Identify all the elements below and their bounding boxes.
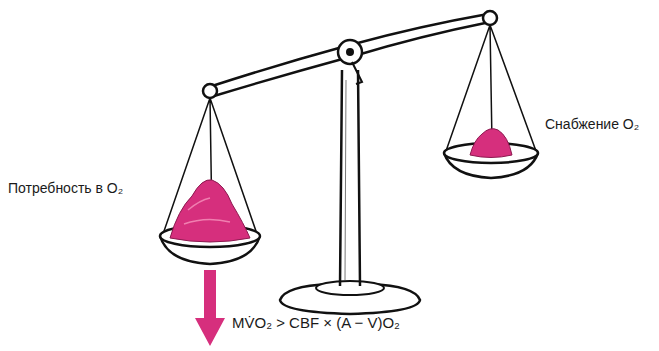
post-shading [345, 80, 346, 280]
pointer [352, 62, 362, 84]
right-ring [483, 11, 497, 25]
supply-label: Снабжение O₂ [545, 116, 639, 133]
demand-label: Потребность в O₂ [8, 180, 123, 197]
pile-highlight [184, 198, 230, 224]
left-ring [203, 84, 217, 98]
pivot-pin [346, 48, 354, 56]
scale-beam [212, 14, 490, 96]
base-collar [316, 281, 384, 295]
down-arrow [195, 270, 225, 346]
oxygen-supply-pile [470, 129, 512, 158]
oxygen-demand-pile [170, 180, 250, 242]
formula-label: MV̇O₂ > CBF × (A − V)O₂ [232, 314, 400, 332]
pivot [338, 40, 362, 64]
scale-post [340, 70, 360, 286]
